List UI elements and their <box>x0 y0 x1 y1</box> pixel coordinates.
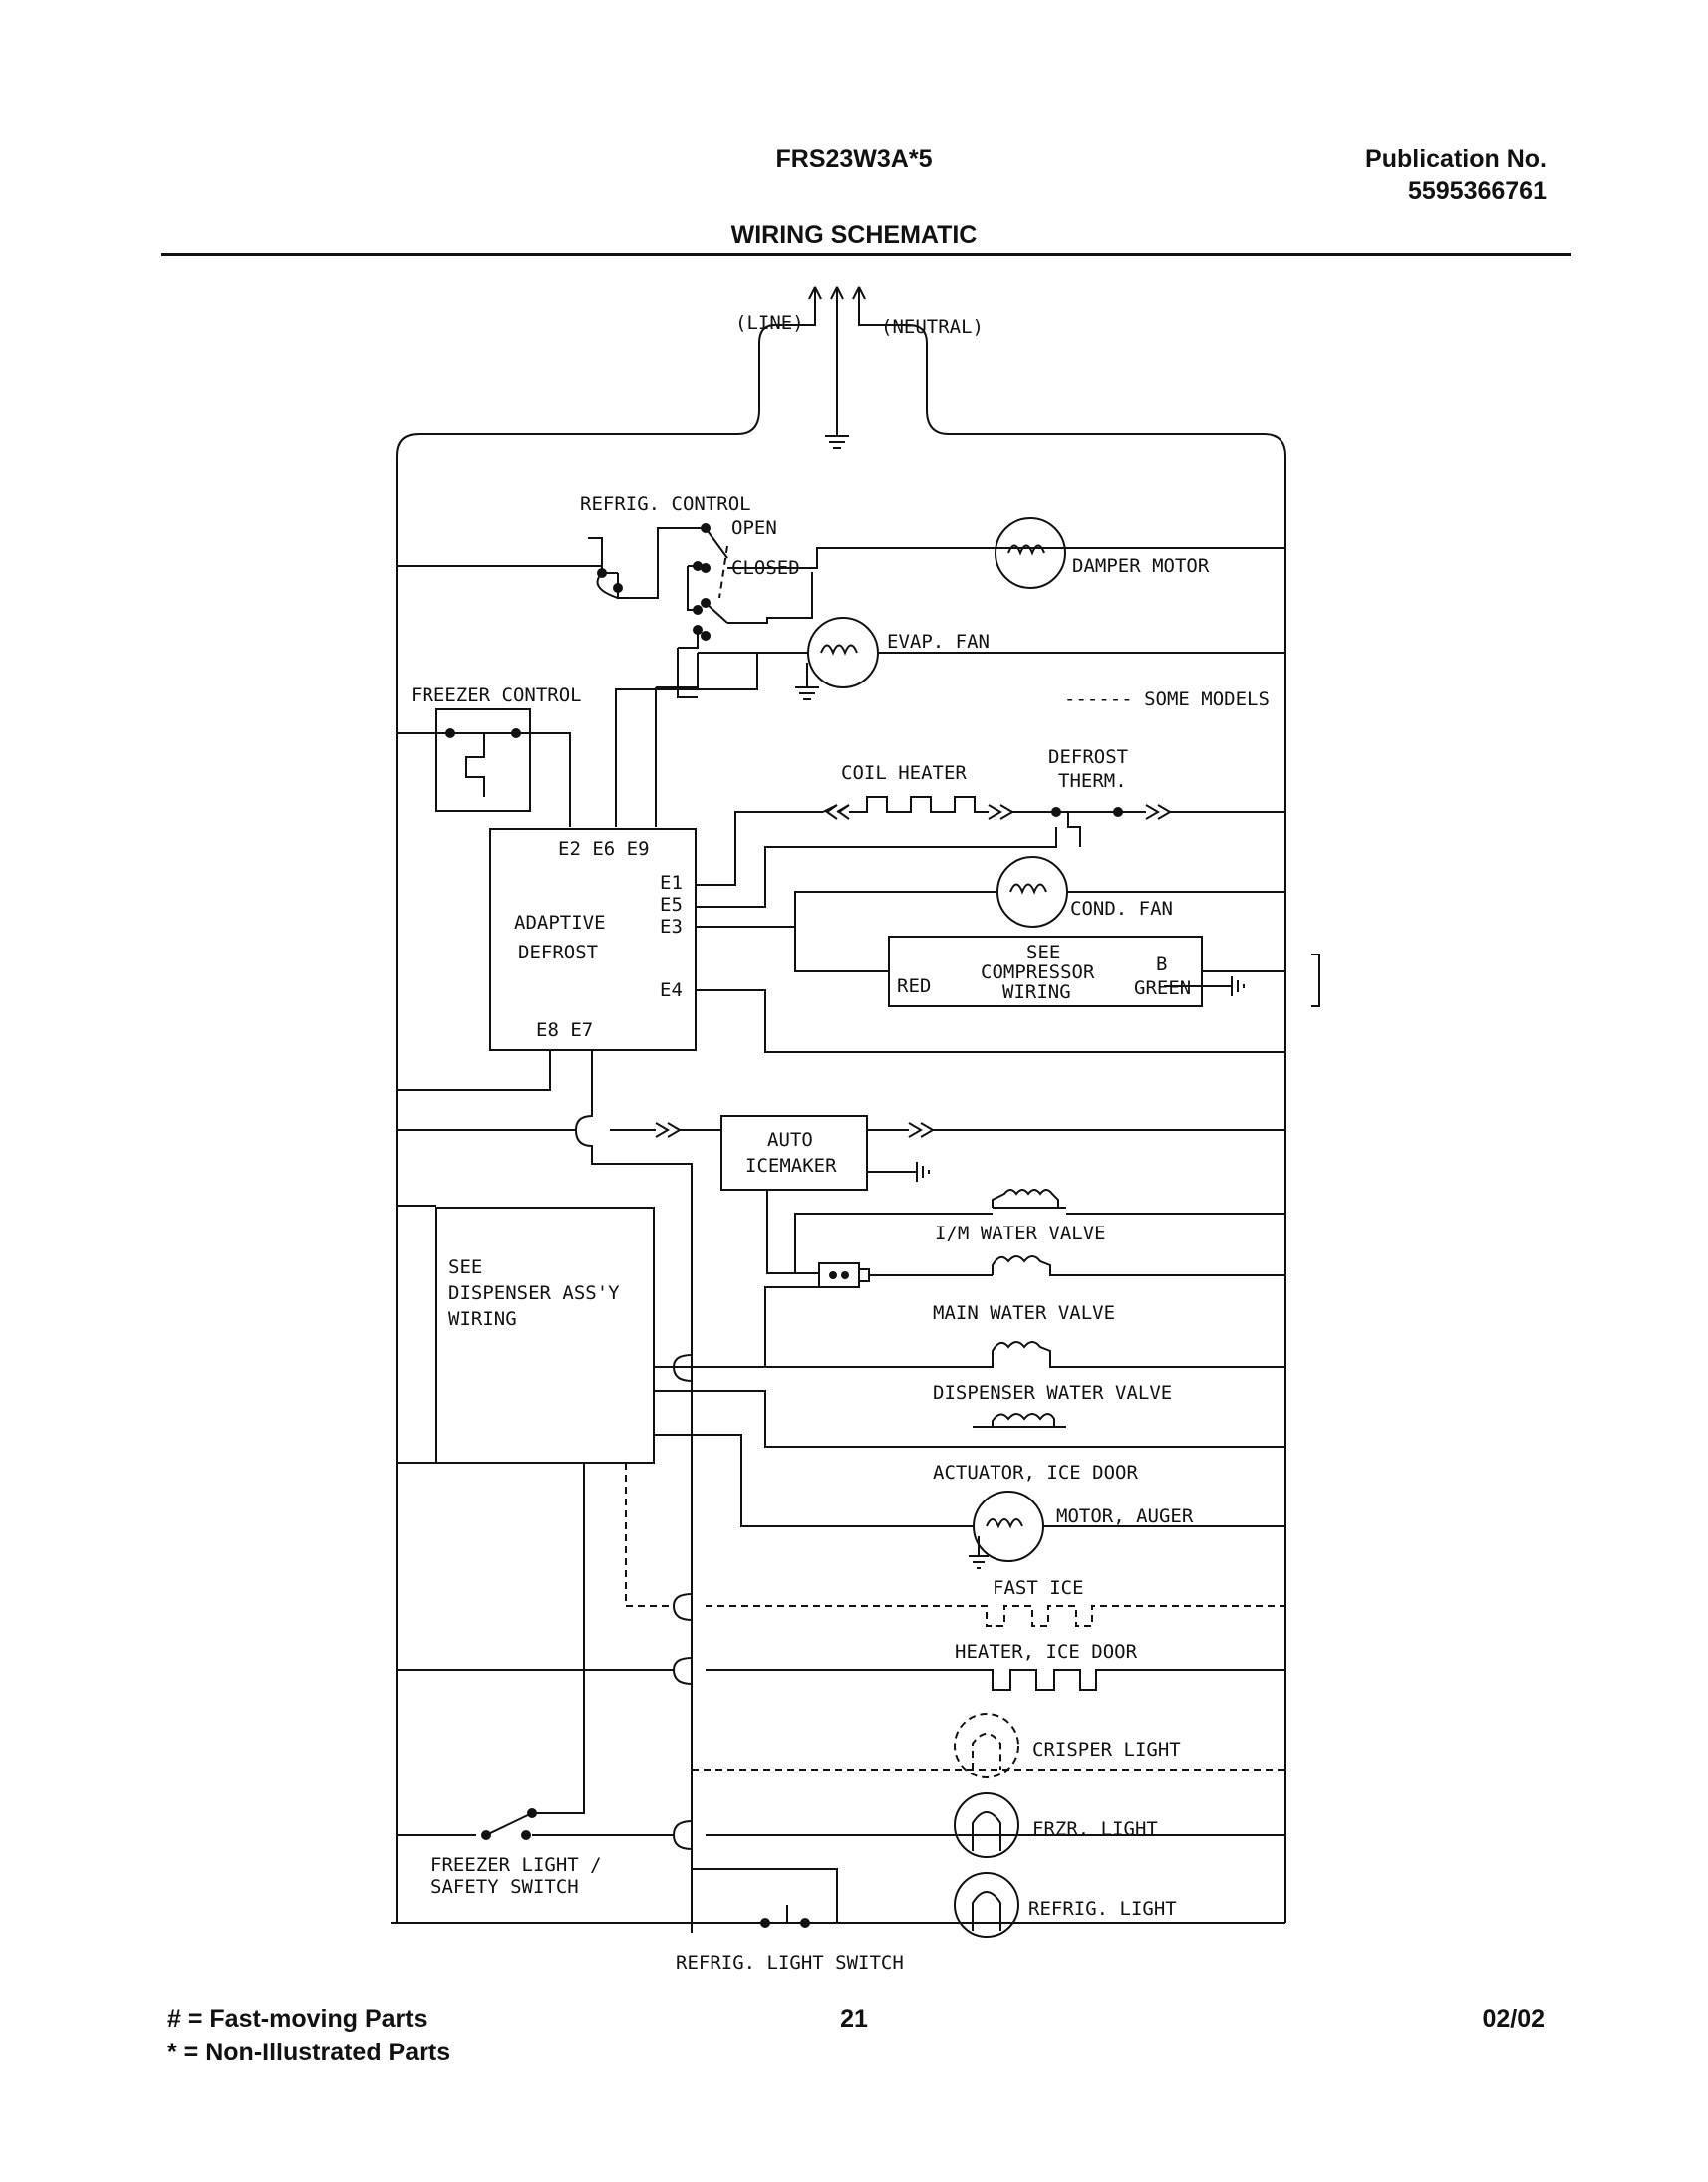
crisper-light-label: CRISPER LIGHT <box>1032 1739 1181 1761</box>
refrig-light-label: REFRIG. LIGHT <box>1028 1898 1177 1920</box>
wire-e9-link <box>656 653 699 688</box>
wire-icemaker-left <box>397 1122 721 1138</box>
open-label: OPEN <box>731 517 777 539</box>
frzr-light-label: FRZR. LIGHT <box>1032 1818 1158 1840</box>
dispenser-label-2: DISPENSER ASS'Y <box>448 1282 620 1304</box>
freezer-control <box>397 708 571 827</box>
damper-motor <box>995 517 1066 589</box>
some-models-legend: ------ SOME MODELS <box>1064 688 1270 710</box>
green-wire-label: GREEN <box>1134 977 1191 999</box>
im-water-valve-label: I/M WATER VALVE <box>935 1223 1106 1244</box>
evap-fan <box>698 617 1285 700</box>
dispenser-label-3: WIRING <box>448 1308 517 1330</box>
schematic-title: WIRING SCHEMATIC <box>730 221 978 249</box>
defrost-therm-label-2: THERM. <box>1058 770 1127 792</box>
actuator-ice-door <box>654 1390 1285 1448</box>
wire-e7 <box>574 1050 693 1933</box>
dispenser-label-1: SEE <box>448 1256 482 1278</box>
dispenser-assy-box <box>435 1207 655 1464</box>
header-rule <box>161 253 1571 256</box>
adaptive-defrost-label-1: ADAPTIVE <box>514 912 606 934</box>
im-water-valve <box>794 1189 1285 1273</box>
adaptive-defrost-bottom-terminals: E8 E7 <box>536 1019 593 1041</box>
compressor-label-2: COMPRESSOR <box>981 961 1095 983</box>
main-water-valve-label: MAIN WATER VALVE <box>933 1302 1115 1324</box>
compressor-label-1: SEE <box>1026 942 1060 963</box>
adaptive-defrost-label-2: DEFROST <box>518 942 598 963</box>
coil-heater <box>822 796 1056 820</box>
motor-auger <box>654 1434 1285 1569</box>
compressor-wiring-box <box>888 936 1320 1007</box>
refrig-control-switch <box>397 523 1285 698</box>
adaptive-defrost-module <box>489 828 697 1051</box>
refrig-control-label: REFRIG. CONTROL <box>580 493 751 515</box>
dispenser-water-valve-label: DISPENSER WATER VALVE <box>933 1382 1172 1404</box>
refrig-light-switch <box>760 1905 810 1928</box>
actuator-ice-door-label: ACTUATOR, ICE DOOR <box>933 1462 1138 1484</box>
wire-hops <box>672 1354 693 1850</box>
coil-heater-label: COIL HEATER <box>841 762 967 784</box>
red-wire-label: RED <box>897 975 931 997</box>
terminal-e5: E5 <box>660 894 683 916</box>
icemaker-label-1: AUTO <box>767 1129 813 1151</box>
fast-ice-label: FAST ICE <box>993 1577 1084 1599</box>
wire-e1 <box>696 811 823 886</box>
freezer-light-safety-switch <box>481 1463 585 1840</box>
freezer-control-label: FREEZER CONTROL <box>411 684 582 706</box>
auto-icemaker <box>720 1115 1285 1274</box>
cond-fan-label: COND. FAN <box>1070 898 1173 920</box>
crisper-light <box>692 1713 1285 1778</box>
b-label: B <box>1156 954 1167 975</box>
legend-non-illustrated: * = Non-Illustrated Parts <box>167 2039 451 2066</box>
terminal-e3: E3 <box>660 916 683 938</box>
defrost-therm-label-1: DEFROST <box>1048 746 1128 768</box>
publication-number: 5595366761 <box>1407 177 1547 205</box>
icemaker-label-2: ICEMAKER <box>745 1155 837 1177</box>
legend-fast-moving: # = Fast-moving Parts <box>167 2005 427 2033</box>
motor-auger-label: MOTOR, AUGER <box>1056 1505 1194 1527</box>
freezer-switch-label-1: FREEZER LIGHT / <box>430 1854 602 1876</box>
adaptive-defrost-top-terminals: E2 E6 E9 <box>558 838 650 860</box>
frzr-light <box>397 1792 1285 1858</box>
terminal-e1: E1 <box>660 872 683 894</box>
cond-fan <box>996 856 1285 928</box>
heater-ice-door <box>397 1669 1285 1691</box>
fast-ice-heater <box>625 1463 1285 1627</box>
wire-e3 <box>696 891 996 972</box>
refrig-light-switch-label: REFRIG. LIGHT SWITCH <box>676 1952 904 1974</box>
publication-label: Publication No. <box>1365 145 1547 173</box>
dispenser-rail <box>397 1205 436 1464</box>
wire-e6 <box>615 653 758 827</box>
heater-ice-door-label: HEATER, ICE DOOR <box>955 1641 1138 1663</box>
dispenser-water-valve <box>654 1341 1285 1368</box>
revision-date: 02/02 <box>1482 2005 1545 2033</box>
freezer-switch-label-2: SAFETY SWITCH <box>430 1876 579 1898</box>
evap-fan-label: EVAP. FAN <box>887 631 990 653</box>
line-label: (LINE) <box>735 312 804 334</box>
compressor-label-3: WIRING <box>1002 981 1071 1003</box>
page-number: 21 <box>840 2005 868 2033</box>
defrost-therm <box>1051 804 1285 847</box>
neutral-label: (NEUTRAL) <box>881 316 984 338</box>
water-valve-connector <box>818 1262 993 1288</box>
wire-e5 <box>696 827 1057 908</box>
power-plug <box>396 286 1286 1923</box>
terminal-e4: E4 <box>660 979 683 1001</box>
wire-e4 <box>696 989 1285 1053</box>
wire-e8 <box>397 1050 551 1091</box>
damper-motor-label: DAMPER MOTOR <box>1072 555 1210 577</box>
refrig-light <box>691 1849 1019 1938</box>
model-number: FRS23W3A*5 <box>775 145 933 173</box>
